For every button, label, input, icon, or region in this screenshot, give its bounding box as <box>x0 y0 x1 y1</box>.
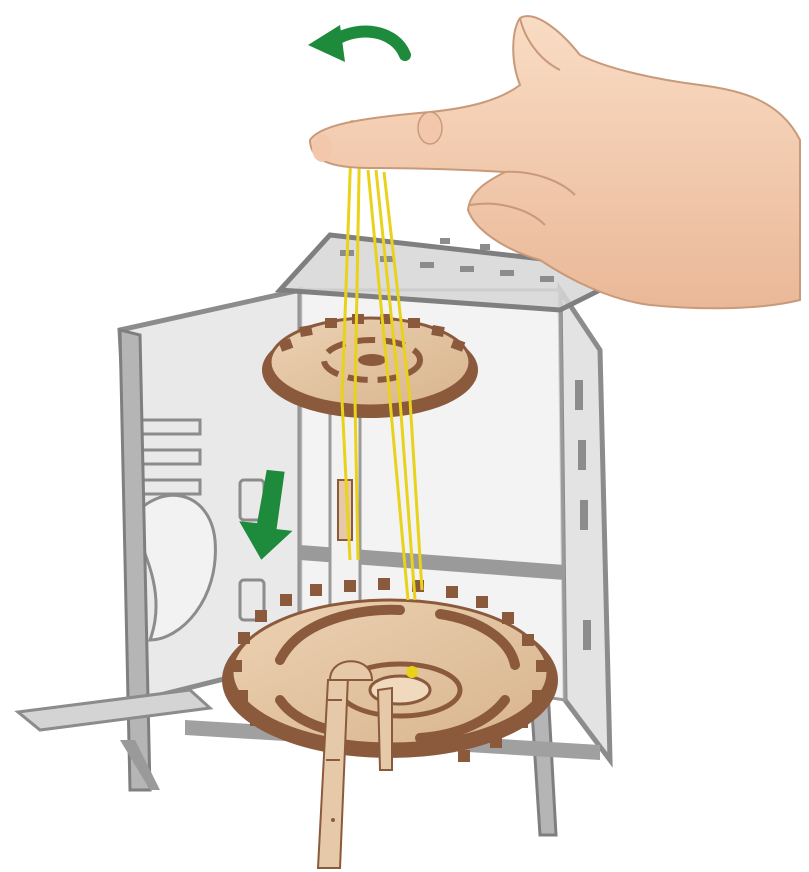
rotate-counterclockwise-arrow-icon <box>308 25 405 62</box>
